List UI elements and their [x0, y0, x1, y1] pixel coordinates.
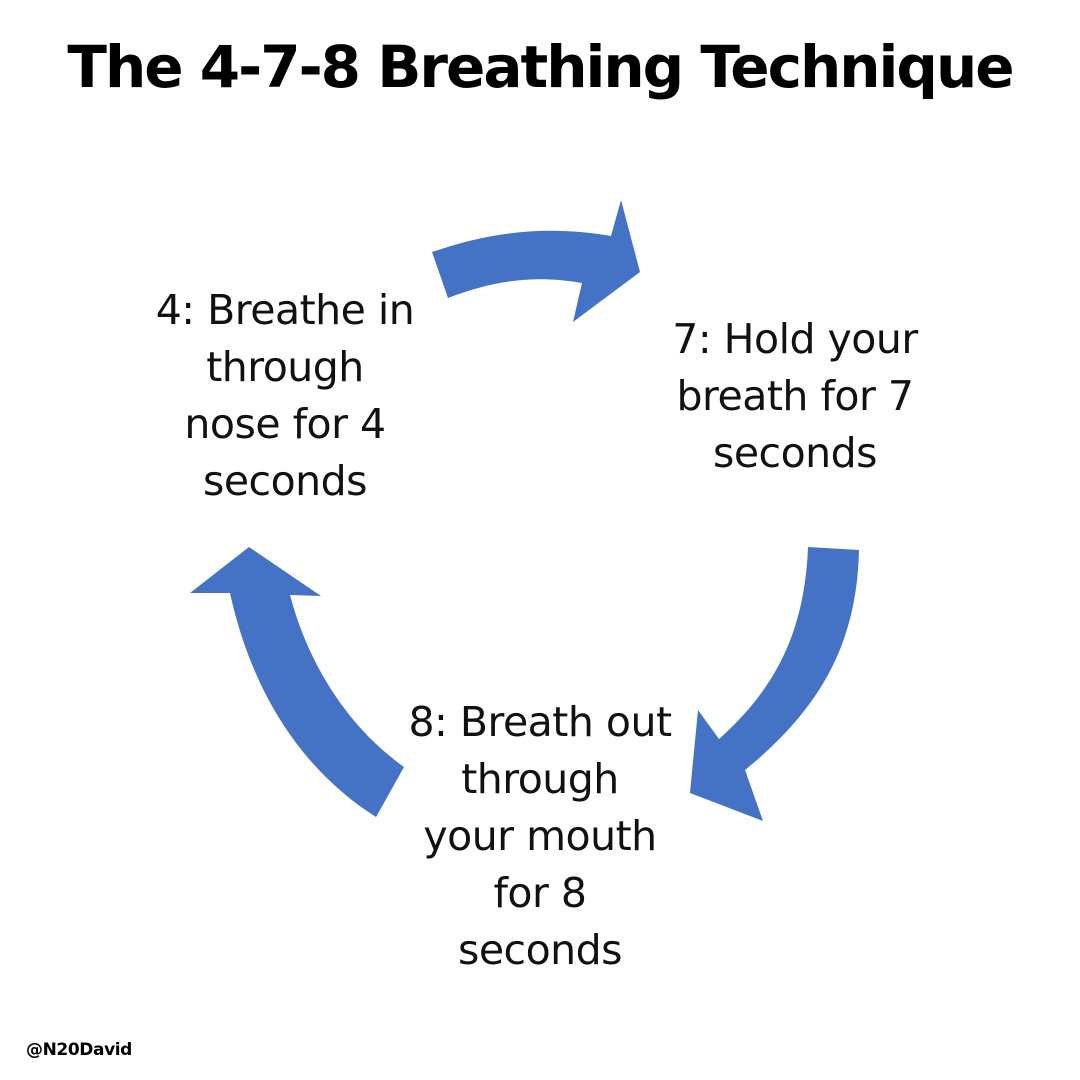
step-exhale-line: 8: Breath out [408, 698, 672, 746]
step-inhale-line: through [206, 343, 364, 391]
step-exhale-line: for 8 [493, 869, 588, 917]
page-title: The 4-7-8 Breathing Technique [67, 33, 1014, 101]
step-inhale: 4: Breathe in through nose for 4 seconds [125, 282, 445, 510]
step-hold-line: 7: Hold your [672, 315, 918, 363]
step-exhale-line: your mouth [423, 812, 657, 860]
step-exhale: 8: Breath out through your mouth for 8 s… [380, 694, 700, 979]
step-hold-line: seconds [712, 429, 878, 477]
step-hold-line: breath for 7 [676, 372, 914, 420]
step-inhale-line: seconds [202, 457, 368, 505]
step-inhale-line: 4: Breathe in [155, 286, 415, 334]
step-hold: 7: Hold your breath for 7 seconds [640, 311, 950, 482]
step-exhale-line: seconds [457, 926, 623, 974]
author-handle: @N20David [26, 1040, 132, 1060]
arrow-hold-to-exhale [690, 547, 859, 821]
arrow-exhale-to-inhale [190, 547, 404, 817]
step-exhale-line: through [461, 755, 619, 803]
step-inhale-line: nose for 4 [184, 400, 386, 448]
arrow-inhale-to-hold [432, 200, 640, 322]
